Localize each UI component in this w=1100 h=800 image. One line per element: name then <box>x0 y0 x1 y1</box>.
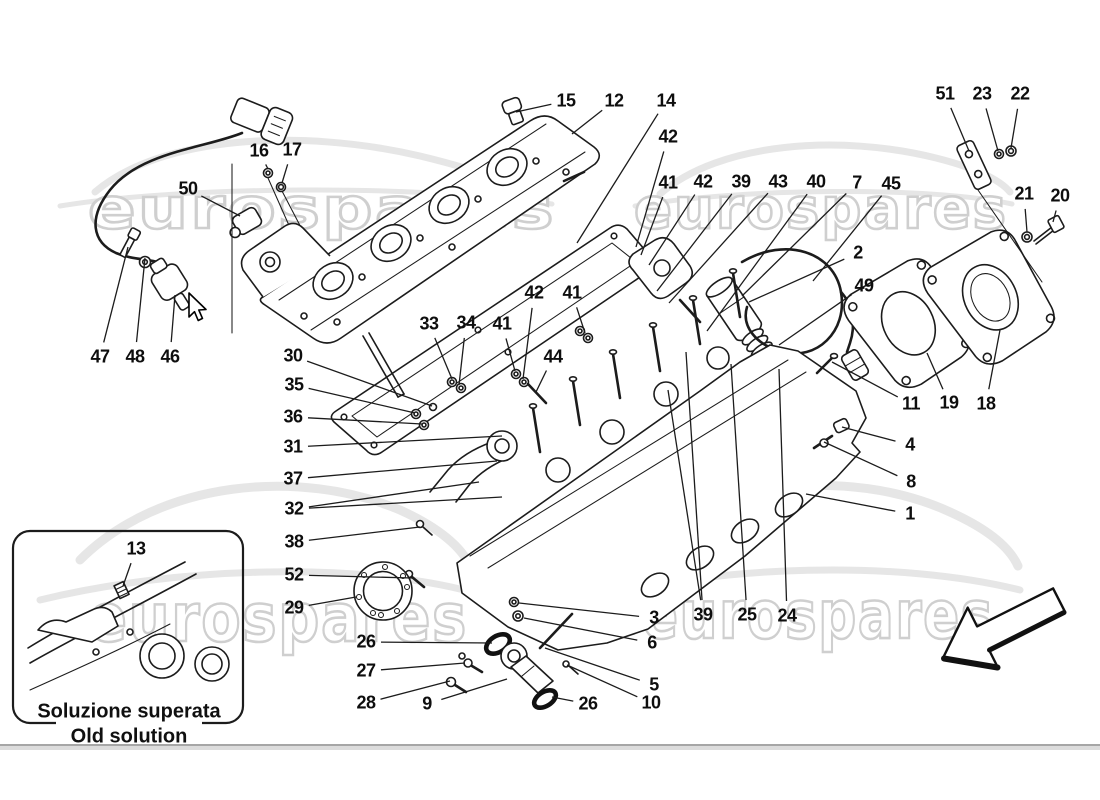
bolt-47 <box>119 227 142 259</box>
leader-line-33 <box>434 337 453 380</box>
leader-line-37 <box>307 460 498 479</box>
leader-line-22 <box>1010 108 1019 149</box>
leader-line-20 <box>1052 210 1057 223</box>
leader-line-47 <box>103 246 129 343</box>
leader-line-12 <box>571 109 603 135</box>
leader-line-2 <box>748 258 845 303</box>
leader-line-31 <box>307 435 503 447</box>
leader-line-24 <box>778 368 788 602</box>
leader-line-23 <box>985 108 999 152</box>
leader-line-36 <box>307 417 423 425</box>
leader-line-10 <box>566 664 638 698</box>
bottom-divider-line <box>0 744 1100 746</box>
leader-line-49 <box>778 294 853 346</box>
cam-cover <box>240 96 601 344</box>
leader-line-41 <box>640 196 664 256</box>
leader-line-32 <box>308 496 503 509</box>
water-union <box>445 596 579 710</box>
leader-line-30 <box>306 360 433 407</box>
plug-15 <box>501 96 525 126</box>
inset-caption-italian: Soluzione superata <box>37 700 221 723</box>
leader-line-38 <box>308 526 421 541</box>
small-hardware <box>446 236 702 405</box>
leader-line-6 <box>523 617 638 641</box>
leader-line-17 <box>281 164 289 184</box>
sensor-50 <box>229 206 263 239</box>
leader-line-14 <box>576 113 659 244</box>
leader-line-27 <box>380 662 466 671</box>
leader-line-34 <box>458 337 465 386</box>
leader-line-18 <box>988 329 1001 390</box>
watermark-text: eurospares <box>634 176 1008 242</box>
mouse-cursor <box>188 292 207 322</box>
leader-line-51 <box>950 107 970 152</box>
leader-line-52 <box>308 574 413 579</box>
bracket-51 <box>956 139 992 191</box>
leader-line-41 <box>576 307 586 334</box>
cylinder-head <box>456 267 867 651</box>
leader-line-39 <box>685 351 703 601</box>
watermark-text: eurospares <box>88 579 468 657</box>
right-covers <box>843 139 1065 389</box>
leader-line-42 <box>635 151 665 248</box>
leader-line-39 <box>667 389 702 601</box>
leader-line-50 <box>201 195 241 217</box>
leader-line-42 <box>522 307 533 380</box>
leader-line-39 <box>656 193 733 292</box>
leader-line-7 <box>741 193 847 297</box>
leader-line-44 <box>535 370 548 393</box>
leader-line-21 <box>1024 208 1028 233</box>
leader-line-3 <box>518 602 640 617</box>
leader-line-43 <box>668 192 769 304</box>
direction-arrow <box>941 587 1067 671</box>
sensor-housing <box>628 236 694 300</box>
leader-line-15 <box>515 103 552 113</box>
leader-line-46 <box>170 294 176 343</box>
leader-line-9 <box>441 678 508 701</box>
inset-box <box>11 529 245 732</box>
bottom-divider-shade <box>0 746 1100 750</box>
leader-line-16 <box>265 164 269 170</box>
leader-line-35 <box>308 387 416 414</box>
leader-line-41 <box>505 338 516 372</box>
leader-line-42 <box>648 194 696 266</box>
leader-line-29 <box>308 596 357 607</box>
leader-line-26 <box>551 696 574 702</box>
leader-line-1 <box>805 493 896 512</box>
inset-caption-english: Old solution <box>70 725 188 748</box>
leader-line-32 <box>308 481 480 508</box>
leader-line-11 <box>831 361 899 398</box>
leader-line-8 <box>823 441 898 477</box>
leader-line-45 <box>812 195 883 282</box>
leader-line-40 <box>706 193 808 332</box>
leader-line-26 <box>380 641 493 644</box>
leader-line-25 <box>730 363 747 601</box>
leader-line-13 <box>122 562 132 587</box>
phase-sensor-assembly <box>94 97 345 334</box>
leader-line-28 <box>380 680 451 700</box>
leader-line-19 <box>926 352 944 390</box>
leader-line-4 <box>841 426 896 442</box>
leader-line-5 <box>544 647 641 681</box>
plug-4 <box>832 417 850 434</box>
sensor-46 <box>149 257 190 311</box>
head-studs <box>528 267 742 454</box>
leader-line-48 <box>135 257 146 343</box>
